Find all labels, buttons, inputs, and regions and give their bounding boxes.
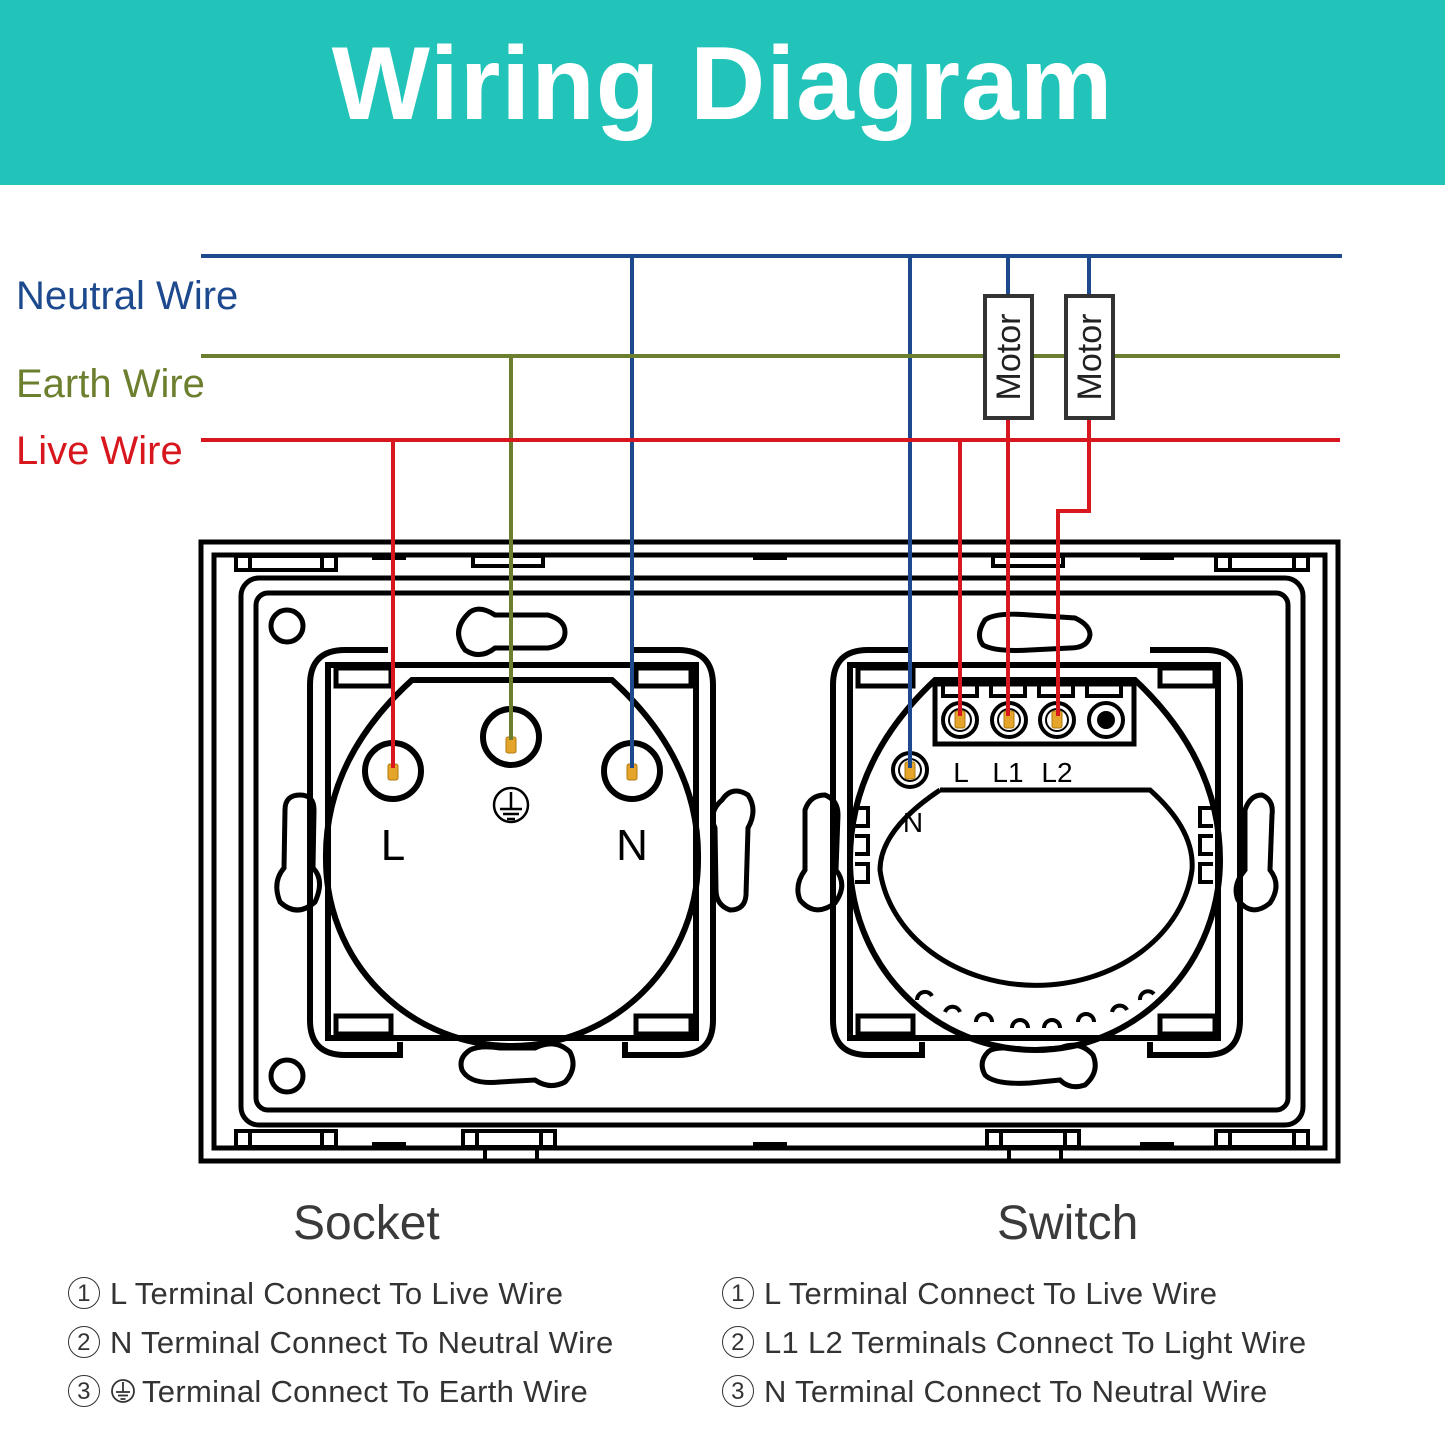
wall-plate-frame bbox=[198, 539, 1341, 1164]
live-wire-label: Live Wire bbox=[16, 429, 183, 473]
switch-title: Switch bbox=[997, 1197, 1139, 1250]
earth-ground-icon bbox=[111, 1378, 135, 1403]
earth-wire bbox=[201, 354, 1340, 740]
switch-terminal-L1-label: L1 bbox=[992, 757, 1023, 788]
page-title: Wiring Diagram bbox=[331, 26, 1114, 142]
header-banner: Wiring Diagram bbox=[0, 0, 1445, 185]
motor-2-label: Motor bbox=[1071, 314, 1109, 401]
socket-contacts bbox=[387, 736, 638, 781]
switch-instruction-1: 1 L Terminal Connect To Live Wire bbox=[722, 1276, 1217, 1312]
socket-instruction-1: 1 L Terminal Connect To Live Wire bbox=[68, 1276, 563, 1312]
step-number-badge: 1 bbox=[722, 1276, 754, 1309]
instruction-text: N Terminal Connect To Neutral Wire bbox=[110, 1325, 614, 1360]
instruction-text: N Terminal Connect To Neutral Wire bbox=[764, 1374, 1268, 1409]
switch-module bbox=[795, 611, 1279, 1090]
instruction-text: L Terminal Connect To Live Wire bbox=[110, 1276, 564, 1311]
instruction-text: L1 L2 Terminals Connect To Light Wire bbox=[764, 1325, 1307, 1360]
socket-instruction-2: 2 N Terminal Connect To Neutral Wire bbox=[68, 1325, 614, 1361]
mounting-holes bbox=[268, 607, 306, 1095]
socket-title: Socket bbox=[293, 1197, 440, 1250]
switch-side-ribs bbox=[855, 806, 1213, 884]
frame-notches bbox=[372, 554, 1174, 1148]
switch-terminal-N-label: N bbox=[903, 807, 923, 838]
motor-2: Motor bbox=[1064, 294, 1115, 420]
live-wire bbox=[201, 418, 1340, 768]
motor-1-label: Motor bbox=[990, 314, 1028, 401]
switch-instruction-3: 3 N Terminal Connect To Neutral Wire bbox=[722, 1374, 1268, 1410]
neutral-wire-label: Neutral Wire bbox=[16, 274, 239, 318]
frame-tabs bbox=[234, 554, 1310, 1163]
socket-instruction-3: 3 Terminal Connect To Earth Wire bbox=[68, 1374, 588, 1410]
switch-terminal-L2-label: L2 bbox=[1041, 757, 1072, 788]
socket-terminal-L-label: L bbox=[381, 821, 405, 870]
neutral-wire bbox=[201, 254, 1342, 768]
switch-instruction-2: 2 L1 L2 Terminals Connect To Light Wire bbox=[722, 1325, 1306, 1361]
step-number-badge: 2 bbox=[722, 1325, 754, 1358]
switch-L2-to-motor-2 bbox=[1056, 418, 1091, 716]
step-number-badge: 1 bbox=[68, 1276, 100, 1309]
step-number-badge: 3 bbox=[722, 1374, 754, 1407]
motor-1: Motor bbox=[983, 294, 1034, 420]
step-number-badge: 2 bbox=[68, 1325, 100, 1358]
instruction-text: Terminal Connect To Earth Wire bbox=[142, 1374, 589, 1409]
switch-bottom-bumps bbox=[914, 989, 1156, 1029]
instruction-text: L Terminal Connect To Live Wire bbox=[764, 1276, 1218, 1311]
socket-terminal-N-label: N bbox=[616, 821, 648, 870]
step-number-badge: 3 bbox=[68, 1374, 100, 1407]
earth-ground-icon bbox=[492, 786, 530, 824]
socket-module bbox=[274, 606, 756, 1088]
switch-terminal-L-label: L bbox=[953, 757, 969, 788]
earth-wire-label: Earth Wire bbox=[16, 362, 205, 406]
